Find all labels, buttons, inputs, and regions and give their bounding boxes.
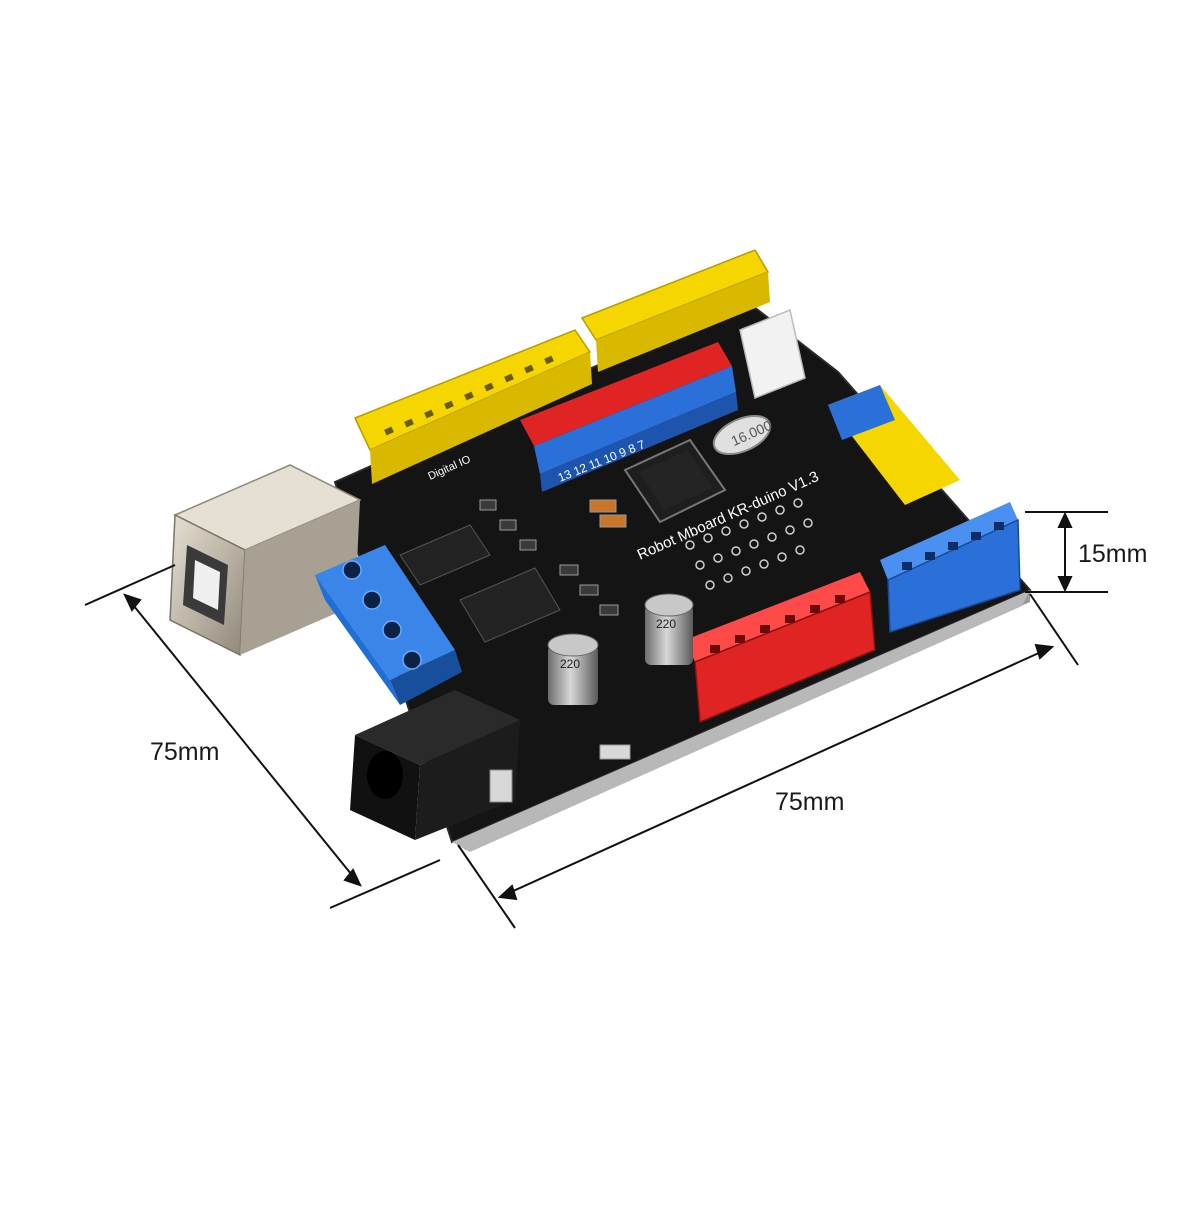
digital-io-pin-header xyxy=(520,304,738,492)
smd-components xyxy=(479,499,631,760)
blue-header-right xyxy=(880,502,1021,634)
capacitor-right-label: 220 xyxy=(656,617,676,631)
prototyping-hole-grid xyxy=(685,498,813,590)
red-header xyxy=(685,572,876,724)
width-dimension-label: 75mm xyxy=(775,788,845,816)
screw-terminal xyxy=(315,545,462,705)
dimension-line-width xyxy=(457,593,1079,929)
usb-serial-chip xyxy=(399,524,561,643)
depth-dimension-label: 75mm xyxy=(150,738,220,766)
dc-power-jack xyxy=(350,690,520,840)
capacitor-right: 220 xyxy=(644,593,694,665)
microcontroller-chip xyxy=(623,438,727,524)
capacitor-left: 220 xyxy=(547,633,599,705)
analog-pin-header xyxy=(813,506,877,580)
yellow-header-left xyxy=(353,329,592,484)
dimension-line-depth xyxy=(84,564,441,909)
dimension-line-height xyxy=(1025,511,1108,593)
usb-b-port xyxy=(169,464,362,657)
height-dimension-label: 15mm xyxy=(1078,540,1148,568)
servo-pin-header xyxy=(828,355,960,505)
i2c-connector xyxy=(739,280,806,400)
capacitor-left-label: 220 xyxy=(560,657,580,671)
